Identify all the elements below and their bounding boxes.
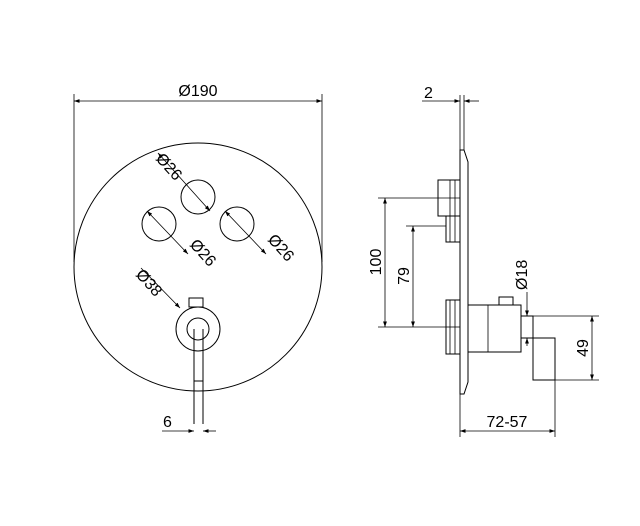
button-top-dimension-line xyxy=(157,152,211,212)
button-left-diameter-label: Ø26 xyxy=(186,236,219,270)
handle-inner-ring xyxy=(186,317,210,341)
overall-diameter-label: Ø190 xyxy=(178,83,217,100)
button-side-lower xyxy=(445,215,461,243)
plate-profile xyxy=(459,149,469,395)
height-79-label: 79 xyxy=(396,267,413,285)
outlet-connector xyxy=(532,337,556,381)
outlet-top-nub xyxy=(498,296,514,306)
depth-range-label: 72-57 xyxy=(487,414,528,431)
handle-diameter-label: Ø38 xyxy=(132,266,165,300)
front-view: Ø190 Ø26 Ø26 Ø26 Ø38 6 xyxy=(73,83,323,433)
handle-top-stub xyxy=(188,297,204,308)
outlet-body xyxy=(467,304,522,353)
handle-dimension-line xyxy=(140,267,181,309)
lever-width-label: 6 xyxy=(163,414,172,431)
button-top-diameter-label: Ø26 xyxy=(152,150,185,184)
handle-outer-ring xyxy=(175,306,221,352)
button-top xyxy=(180,179,216,215)
outlet-height-label: 49 xyxy=(575,339,592,357)
button-right-dimension-line xyxy=(224,210,267,255)
height-100-label: 100 xyxy=(368,249,385,276)
side-view: 2 100 79 Ø18 xyxy=(368,85,599,437)
cover-plate-outline xyxy=(73,142,323,392)
outlet-pipe xyxy=(520,315,534,339)
button-left-dimension-line xyxy=(146,210,189,255)
button-right-diameter-label: Ø26 xyxy=(264,231,297,265)
outlet-diameter-label: Ø18 xyxy=(514,260,531,290)
plate-thickness-label: 2 xyxy=(424,85,433,102)
